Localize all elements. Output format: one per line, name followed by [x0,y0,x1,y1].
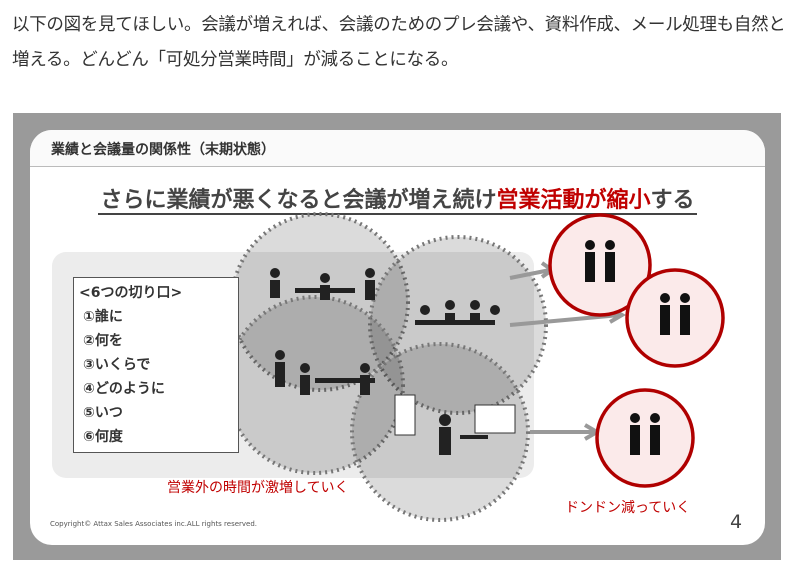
headline-tail: する [650,188,695,213]
box-title: <6つの切り口> [79,285,183,301]
label-decreasing: ドンドン減っていく [565,500,691,516]
six-angles-box: <6つの切り口> ①誰に ②何を ③いくらで ④どのように ⑤いつ ⑥何度 [73,277,239,453]
box-item: ①誰に [83,309,123,325]
handshake-icons [585,240,690,455]
sales-activity-circle [595,388,695,488]
meeting-people-icon [275,350,375,395]
meeting-people-icon [415,300,500,325]
presenter-icon [394,394,516,455]
slide-image: 業績と会議量の関係性（末期状態） さらに業績が悪くなると会議が増え続け営業活動が… [13,113,781,560]
box-item: ⑤いつ [83,405,123,421]
slide-headline: さらに業績が悪くなると会議が増え続け営業活動が縮小する [30,182,765,215]
handshake-icon [660,293,690,335]
label-nonsales-time: 営業外の時間が激増していく [167,480,349,496]
slide-header-title: 業績と会議量の関係性（末期状態） [51,142,275,158]
copyright: Copyright© Attax Sales Associates inc.AL… [50,520,258,528]
article-paragraph: 以下の図を見てほしい。会議が増えれば、会議のためのプレ会議や、資料作成、メール処… [12,15,786,70]
handshake-icon [630,413,660,455]
arrow-icon [530,423,601,441]
box-item: ⑥何度 [83,429,123,445]
sales-activity-circle [548,213,652,317]
box-item: ③いくらで [83,357,151,373]
slide-header: 業績と会議量の関係性（末期状態） [30,130,765,167]
handshake-icon [585,240,615,282]
headline-black: さらに業績が悪くなると会議が増え続け [100,188,497,213]
meeting-people-icon [270,268,375,300]
people-icons [270,268,516,455]
box-item: ②何を [83,333,123,349]
box-item: ④どのように [83,381,165,397]
slide-card: 業績と会議量の関係性（末期状態） さらに業績が悪くなると会議が増え続け営業活動が… [30,130,765,545]
page-number: 4 [730,511,743,533]
headline-red: 営業活動が縮小 [496,188,651,213]
sales-activity-circle [625,268,725,368]
